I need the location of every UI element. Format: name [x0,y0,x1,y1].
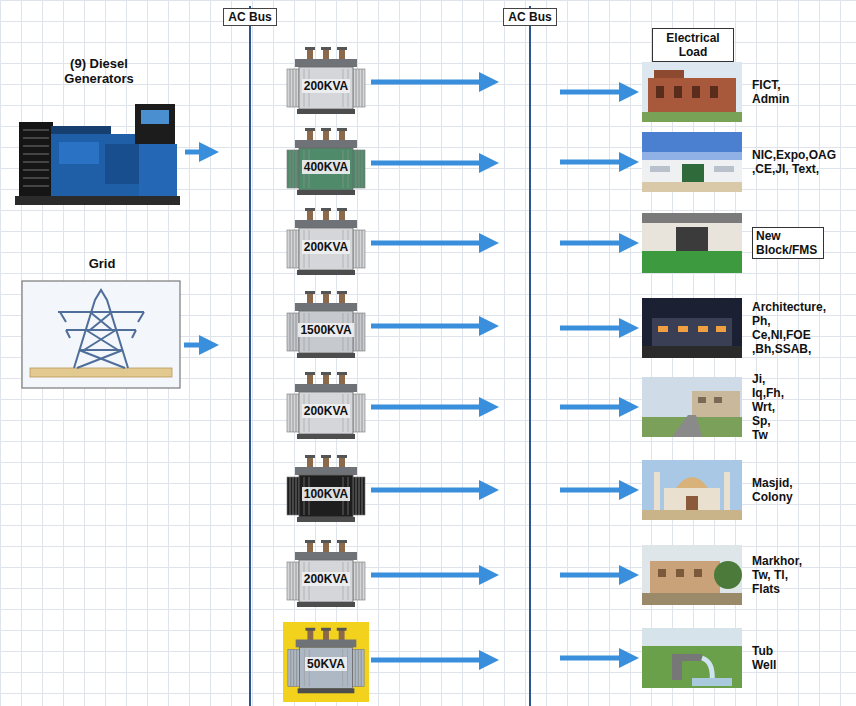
rating-label: 1500KVA [298,323,353,337]
generator-source: (9) Diesel Generators [15,56,183,208]
hallway-photo [642,213,742,273]
rating-label: 100KVA [302,487,350,501]
flow-arrow [371,658,483,663]
flow-arrow [371,488,483,493]
flow-arrow [371,241,483,246]
flow-arrow [371,80,483,85]
grid-source: Grid [22,256,182,390]
rating-label: 200KVA [302,240,350,254]
electrical-load: Architecture, Ph, Ce,NI,FOE ,Bh,SSAB, [642,296,829,360]
transformer-illustration [287,291,365,358]
ac-bus: AC Bus [222,6,278,706]
building-photo [642,132,742,192]
transformer: 200KVA [283,372,369,442]
mosque-photo [642,460,742,520]
electrical-load: NIC,Expo,OAG ,CE,JI, Text, [642,130,839,194]
node-label: Grid [22,256,182,271]
rating-label: 400KVA [302,160,350,174]
transformer-illustration [287,208,365,275]
electrical-load: New Block/FMS [642,211,824,275]
flow-arrow [371,573,483,578]
electrical-load: FICT, Admin [642,60,792,124]
node-label: AC Bus [223,8,276,26]
transformer: 1500KVA [283,291,369,361]
electrical-load: Tub Well [642,626,779,690]
flow-arrow [371,324,483,329]
flow-arrow [560,90,623,95]
flow-arrow [560,405,623,410]
node-label: Electrical Load [658,31,728,59]
transformer-illustration [287,540,365,607]
bus-line [529,6,531,706]
electrical-load: Markhor, Tw, Tl, Flats [642,543,805,607]
rating-label: 200KVA [302,404,350,418]
rating-label: 50KVA [305,657,347,671]
transformer: 100KVA [283,455,369,525]
flow-arrow [371,161,483,166]
flow-arrow [560,488,623,493]
flow-arrow [560,241,623,246]
transformer: 50KVA [283,625,369,695]
header-box: Electrical Load [652,28,734,62]
flow-arrow [560,573,623,578]
load-label: Tub Well [752,644,779,672]
electrical-load: Ji, Iq,Fh, Wrt, Sp, Tw [642,370,786,444]
flow-arrow [185,150,203,155]
tube-well-photo [642,628,742,688]
ac-bus: AC Bus [502,6,558,706]
transformer: 200KVA [283,47,369,117]
night-building-photo [642,298,742,358]
rating-label: 200KVA [302,572,350,586]
flow-arrow [560,160,623,165]
transformer-illustration [287,47,365,114]
load-label: NIC,Expo,OAG ,CE,JI, Text, [752,148,839,176]
node-label: (9) Diesel Generators [49,56,149,86]
transformer-illustration [287,128,365,195]
flow-arrow [560,326,623,331]
node-label: AC Bus [503,8,556,26]
load-label: Masjid, Colony [752,476,795,504]
load-label: FICT, Admin [752,78,792,106]
grid-tower-illustration [22,281,180,388]
transformer-illustration [287,455,365,522]
load-label: New Block/FMS [752,227,824,259]
campus-road-photo [642,377,742,437]
flow-arrow [560,656,623,661]
load-label: Architecture, Ph, Ce,NI,FOE ,Bh,SSAB, [752,300,829,356]
transformer: 200KVA [283,208,369,278]
rating-label: 200KVA [302,79,350,93]
load-label: Ji, Iq,Fh, Wrt, Sp, Tw [752,372,786,442]
transformer-background [283,622,369,702]
flow-arrow [371,405,483,410]
transformer-illustration [287,372,365,439]
electrical-load: Masjid, Colony [642,458,795,522]
building-photo [642,545,742,605]
transformer: 400KVA [283,128,369,198]
transformer: 200KVA [283,540,369,610]
flow-arrow [184,343,203,348]
building-photo [642,62,742,122]
bus-line [249,6,251,706]
transformer-illustration [288,628,364,694]
diesel-generator-illustration [15,104,180,205]
load-label: Markhor, Tw, Tl, Flats [752,554,805,596]
